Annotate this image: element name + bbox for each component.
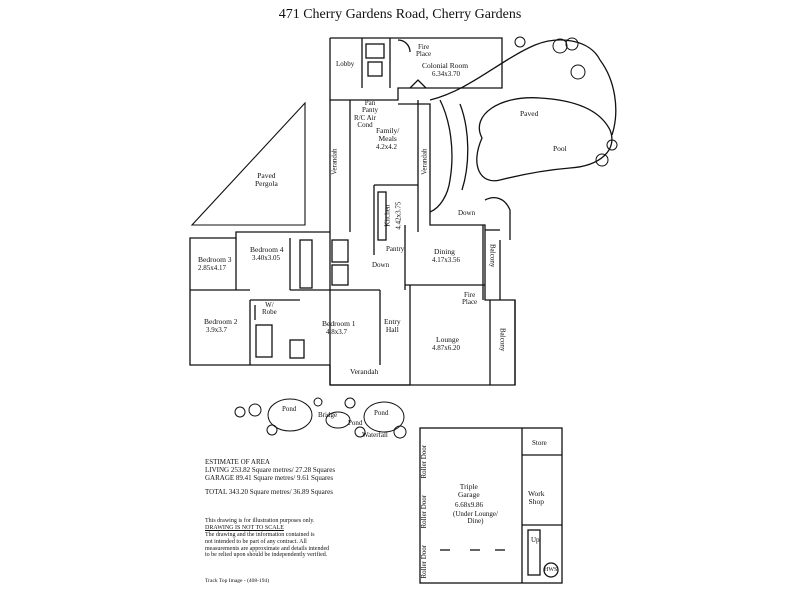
paved-top: Paved	[520, 109, 539, 118]
balcony-bottom: Balcony	[498, 328, 507, 352]
hws-label: HWS	[544, 567, 558, 573]
room-dining: Dining	[434, 247, 455, 256]
roller-door-3: Roller Door	[420, 544, 429, 579]
disclaimer-line4: not intended to be part of any contract.…	[205, 538, 307, 545]
verandah-bottom: Verandah	[350, 367, 379, 376]
roller-door-1: Roller Door	[420, 444, 429, 479]
rc-air-cond: R/C Air Cond	[354, 114, 376, 130]
room-bedroom1: Bedroom 1	[322, 319, 356, 328]
down-right: Down	[458, 209, 476, 217]
room-bedroom2-dim: 3.9x3.7	[206, 326, 227, 334]
room-family-meals-dim: 4.2x4.2	[376, 143, 397, 151]
bedroom-wing-walls	[189, 231, 330, 366]
entry-hall: Entry Hall	[384, 317, 401, 334]
footer-credit: Track Top Image - (408-194)	[205, 578, 270, 584]
room-kitchen-dim: 4.42x3.75	[394, 201, 403, 230]
room-lounge: Lounge	[436, 335, 459, 344]
fire-place-top: Fire Place	[416, 43, 432, 59]
balcony-top: Balcony	[488, 244, 497, 268]
roller-door-2: Roller Door	[420, 494, 429, 529]
room-colonial: Colonial Room	[422, 61, 469, 70]
area-total: TOTAL 343.20 Square metres/ 36.89 Square…	[205, 488, 333, 497]
garage-note: (Under Lounge/ Dine)	[453, 510, 498, 526]
room-bedroom3-dim: 2.85x4.17	[198, 264, 226, 272]
room-lobby: Lobby	[336, 60, 355, 68]
room-bedroom1-dim: 4.8x3.7	[326, 328, 347, 336]
main-house-walls	[329, 100, 516, 386]
pond-right: Pond	[374, 409, 389, 417]
pool-label: Pool	[553, 144, 567, 153]
room-triple-garage-dim: 6.68x9.86	[455, 501, 483, 509]
room-bedroom2: Bedroom 2	[204, 317, 238, 326]
wc-robe: W/ Robe	[262, 301, 277, 317]
disclaimer: This drawing is for illustration purpose…	[205, 518, 405, 559]
disclaimer-line3: The drawing and the information containe…	[205, 531, 315, 538]
room-work-shop: Work Shop	[528, 489, 545, 506]
room-bedroom4-dim: 3.40x3.05	[252, 254, 280, 262]
room-kitchen: Kitchen	[383, 204, 392, 227]
disclaimer-line1: This drawing is for illustration purpose…	[205, 518, 315, 524]
area-garage: GARAGE 89.41 Square metres/ 9.61 Squares	[205, 474, 334, 483]
room-bedroom4: Bedroom 4	[250, 245, 284, 254]
paved-pergola-area	[190, 101, 306, 226]
bridge-label: Bridge	[318, 411, 338, 419]
pond-left: Pond	[282, 405, 297, 413]
room-triple-garage: Triple Garage	[458, 482, 480, 499]
pan-pantry: Pan Panty	[362, 99, 378, 115]
room-colonial-dim: 6.34x3.70	[432, 70, 460, 78]
area-heading: ESTIMATE OF AREA	[205, 458, 270, 466]
verandah-center: Verandah	[420, 148, 429, 175]
stair-up: Up	[531, 536, 540, 544]
pond-mid: Pond	[348, 419, 363, 427]
room-pantry: Pantry	[386, 245, 405, 253]
disclaimer-line5: measurements are approximate and details…	[205, 545, 330, 552]
room-bedroom3: Bedroom 3	[198, 255, 232, 264]
down-center: Down	[372, 261, 390, 269]
area-estimate: ESTIMATE OF AREA LIVING 253.82 Square me…	[205, 458, 405, 496]
fire-place-mid: Fire Place	[462, 291, 478, 307]
disclaimer-line6: to be relied upon should be independentl…	[205, 552, 328, 559]
room-dining-dim: 4.17x3.56	[432, 256, 460, 264]
garage-outline	[419, 427, 563, 584]
room-store: Store	[532, 439, 547, 447]
area-living: LIVING 253.82 Square metres/ 27.28 Squar…	[205, 466, 336, 475]
waterfall-label: Waterfall	[362, 431, 388, 439]
room-family-meals: Family/ Meals	[376, 126, 400, 143]
verandah-left: Verandah	[330, 148, 339, 175]
disclaimer-line2: DRAWING IS NOT TO SCALE	[205, 524, 284, 531]
pool-outline	[476, 97, 613, 182]
page-title: 471 Cherry Gardens Road, Cherry Gardens	[278, 7, 522, 22]
room-lounge-dim: 4.87x6.20	[432, 344, 460, 352]
paved-pergola: Paved Pergola	[255, 171, 278, 188]
